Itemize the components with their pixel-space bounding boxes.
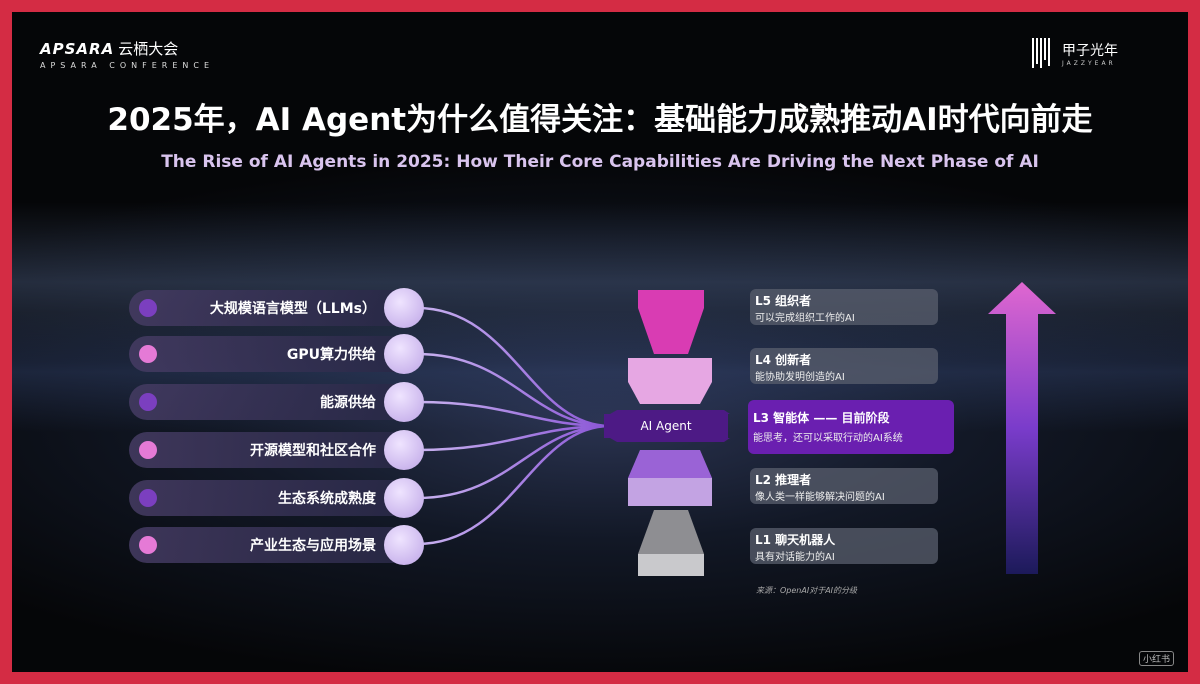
driver-pill: 能源供给	[129, 382, 424, 422]
level-title: L2 推理者	[755, 473, 812, 487]
level-title: L3 智能体 —— 目前阶段	[753, 411, 890, 425]
connector-line	[416, 424, 611, 452]
driver-knob-icon	[384, 382, 424, 422]
driver-label: GPU算力供给	[286, 347, 376, 363]
driver-label: 产业生态与应用场景	[250, 538, 376, 554]
level-card-l3: L3 智能体 —— 目前阶段 能思考，还可以采取行动的AI系统	[748, 400, 954, 454]
connector-line	[416, 400, 611, 428]
level-card-l5: L5 组织者 可以完成组织工作的AI	[750, 289, 938, 325]
driver-knob-icon	[384, 334, 424, 374]
driver-dot-icon	[139, 489, 157, 507]
funnel-l4	[628, 382, 712, 404]
driver-label: 开源模型和社区合作	[250, 443, 376, 459]
logo-sub: APSARA CONFERENCE	[40, 61, 215, 70]
driver-pill: 产业生态与应用场景	[129, 525, 424, 565]
driver-dot-icon	[139, 299, 157, 317]
funnel-l5-top	[638, 290, 704, 308]
jazzyear-mark-icon	[1032, 38, 1054, 68]
slide-subtitle: The Rise of AI Agents in 2025: How Their…	[161, 152, 1039, 172]
funnel-l3-bottom	[610, 438, 730, 442]
level-desc: 能思考，还可以采取行动的AI系统	[753, 433, 903, 444]
driver-knob-icon	[384, 288, 424, 328]
level-desc: 像人类一样能够解决问题的AI	[755, 492, 885, 503]
funnel-l2	[628, 450, 712, 478]
level-card-l1: L1 聊天机器人 具有对话能力的AI	[750, 528, 938, 564]
level-desc: 可以完成组织工作的AI	[755, 313, 855, 324]
watermark: 小红书	[1138, 651, 1174, 666]
driver-knob-icon	[384, 525, 424, 565]
level-desc: 具有对话能力的AI	[755, 552, 835, 563]
jazzyear-logo: 甲子光年 JAZZYEAR	[1032, 38, 1118, 68]
driver-dot-icon	[139, 536, 157, 554]
driver-dot-icon	[139, 393, 157, 411]
logo-brand: APSARA	[40, 40, 115, 58]
connector-lines	[416, 306, 611, 546]
funnel-l4-top	[628, 358, 712, 382]
driver-knob-icon	[384, 478, 424, 518]
slide-title: 2025年，AI Agent为什么值得关注：基础能力成熟推动AI时代向前走	[107, 102, 1093, 138]
background-glow	[12, 202, 1188, 362]
connector-line	[416, 424, 611, 500]
driver-pill: GPU算力供给	[129, 334, 424, 374]
funnel-l2-base	[628, 478, 712, 506]
level-title: L1 聊天机器人	[755, 533, 836, 547]
funnel-l1	[638, 510, 704, 554]
level-card-l2: L2 推理者 像人类一样能够解决问题的AI	[750, 468, 938, 504]
logo-right-cn: 甲子光年	[1062, 42, 1118, 59]
driver-dot-icon	[139, 441, 157, 459]
connector-line	[416, 424, 611, 546]
level-title: L4 创新者	[755, 353, 812, 367]
funnel-l1-base	[638, 554, 704, 576]
source-note: 来源：OpenAI对于AI的分级	[756, 586, 858, 595]
connector-line	[416, 306, 611, 428]
driver-knob-icon	[384, 430, 424, 470]
ai-agent-label: AI Agent	[604, 414, 728, 438]
diagram-graphics	[416, 282, 1056, 576]
logo-right-en: JAZZYEAR	[1062, 59, 1116, 67]
driver-pill: 生态系统成熟度	[129, 478, 424, 518]
funnel-l3-notch	[610, 410, 730, 414]
driver-dot-icon	[139, 345, 157, 363]
level-title: L5 组织者	[755, 294, 812, 308]
driver-pill: 大规模语言模型（LLMs）	[129, 288, 424, 328]
logo-brand-cn: 云栖大会	[118, 40, 179, 58]
driver-label: 大规模语言模型（LLMs）	[209, 301, 376, 317]
level-desc: 能协助发明创造的AI	[755, 372, 845, 383]
connector-line	[416, 352, 611, 428]
progress-arrow-icon	[988, 282, 1056, 574]
driver-pill: 开源模型和社区合作	[129, 430, 424, 470]
driver-label: 生态系统成熟度	[278, 491, 376, 507]
funnel-l5	[638, 308, 704, 354]
driver-label: 能源供给	[320, 395, 376, 411]
level-card-l4: L4 创新者 能协助发明创造的AI	[750, 348, 938, 384]
